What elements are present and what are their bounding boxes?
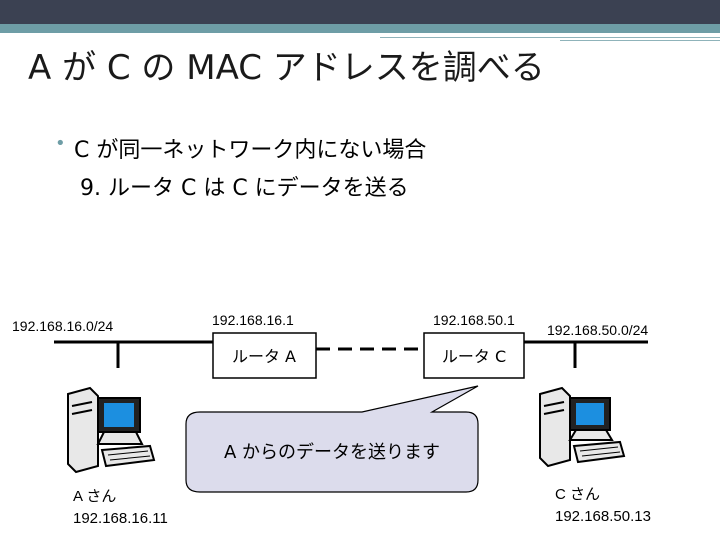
top-accent-bar [0,24,720,33]
router-a-label: ルータ A [232,347,296,366]
router-c-box [423,332,525,379]
router-c-label: ルータ C [442,347,506,366]
bullet-icon: • [55,133,66,154]
speech-bubble [185,385,479,493]
bubble-text: A からのデータを送ります [224,442,440,463]
router-a-box [212,332,317,379]
computer-icon [67,386,156,474]
network-left-label: 192.168.16.0/24 [12,318,113,334]
step-text: 9. ルータ C は C にデータを送る [80,176,409,201]
router-c-ip: 192.168.50.1 [433,312,515,328]
network-right-label: 192.168.50.0/24 [547,322,648,338]
top-bar [0,0,720,24]
accent-line [380,37,720,38]
host-a-name: A さん [73,488,116,505]
computer-icon [539,386,626,468]
slide-title: A が C の MAC アドレスを調べる [28,48,545,88]
host-c-name: C さん [555,486,600,503]
host-a-ip: 192.168.16.11 [73,510,168,527]
host-c-ip: 192.168.50.13 [555,508,651,525]
bullet-text: C が同一ネットワーク内にない場合 [74,138,427,163]
router-a-ip: 192.168.16.1 [212,312,294,328]
accent-line [560,40,720,41]
